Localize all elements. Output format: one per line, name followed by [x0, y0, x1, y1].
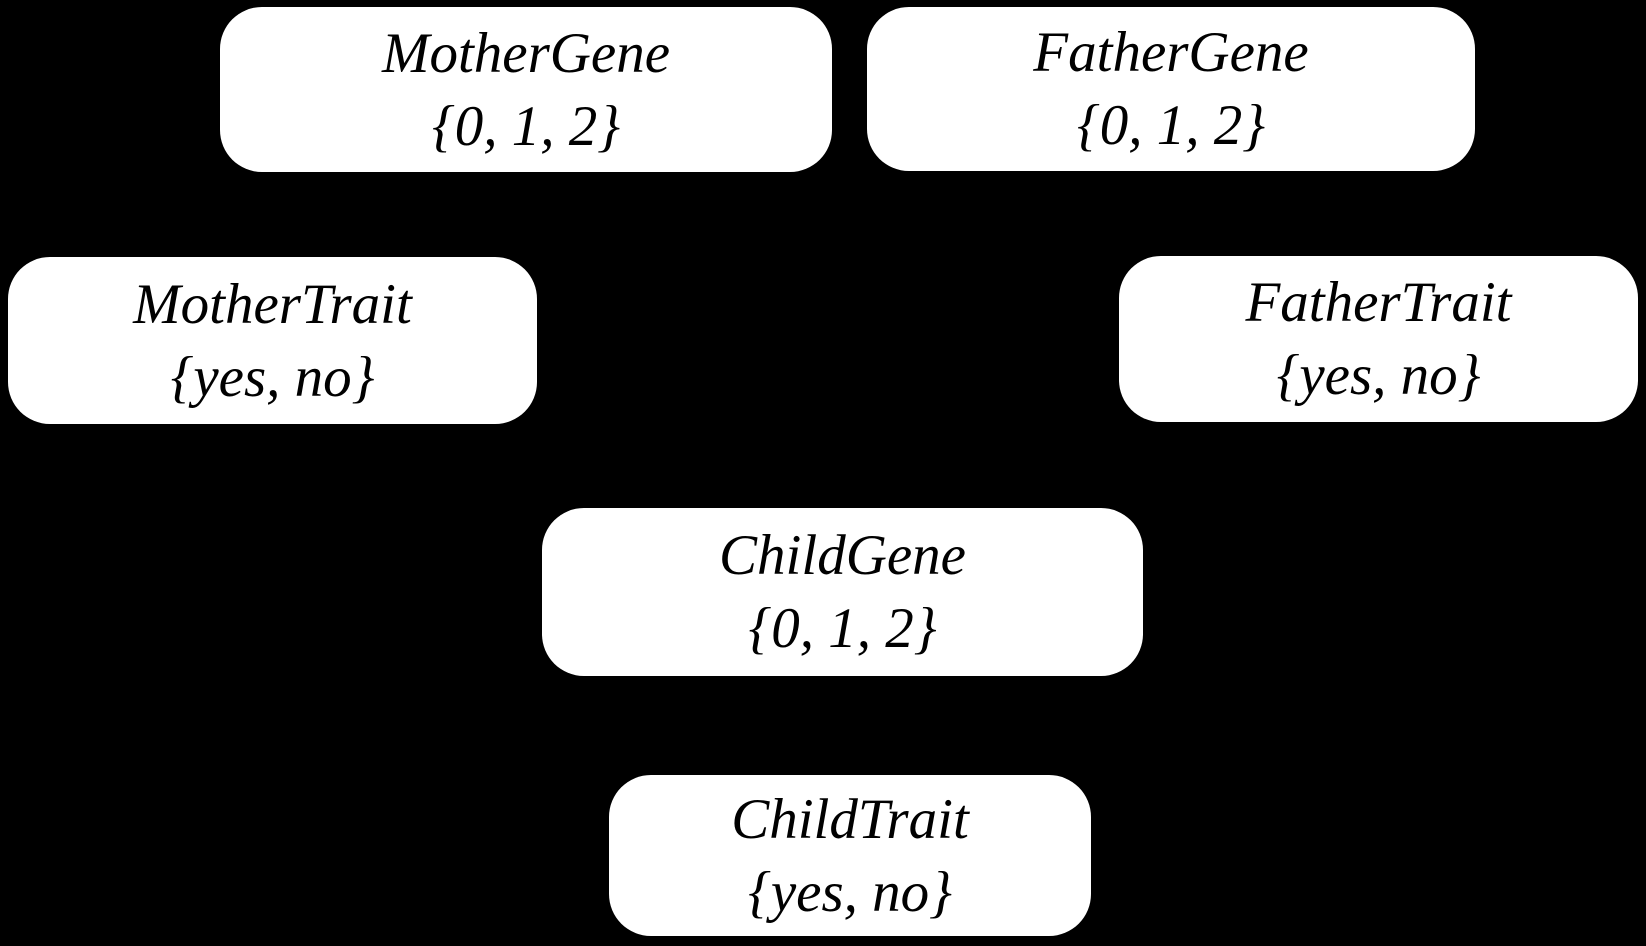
node-child-gene-label: ChildGene	[719, 524, 966, 587]
node-child-trait-values: {yes, no}	[748, 860, 952, 924]
node-child-trait: ChildTrait {yes, no}	[609, 775, 1091, 936]
node-father-trait-values: {yes, no}	[1276, 344, 1481, 407]
node-father-gene-label: FatherGene	[1033, 21, 1309, 84]
node-father-trait: FatherTrait {yes, no}	[1119, 256, 1638, 422]
node-mother-trait-values: {yes, no}	[170, 345, 375, 409]
node-mother-gene: MotherGene {0, 1, 2}	[220, 7, 832, 172]
node-mother-trait: MotherTrait {yes, no}	[8, 257, 537, 424]
node-father-gene: FatherGene {0, 1, 2}	[867, 7, 1475, 171]
node-child-trait-label: ChildTrait	[731, 787, 969, 851]
node-child-gene-values: {0, 1, 2}	[748, 597, 937, 660]
node-mother-gene-label: MotherGene	[381, 21, 671, 85]
node-mother-gene-values: {0, 1, 2}	[431, 94, 621, 158]
node-father-trait-label: FatherTrait	[1245, 271, 1512, 334]
node-child-gene: ChildGene {0, 1, 2}	[542, 508, 1143, 676]
node-father-gene-values: {0, 1, 2}	[1076, 94, 1266, 157]
node-mother-trait-label: MotherTrait	[133, 272, 412, 336]
